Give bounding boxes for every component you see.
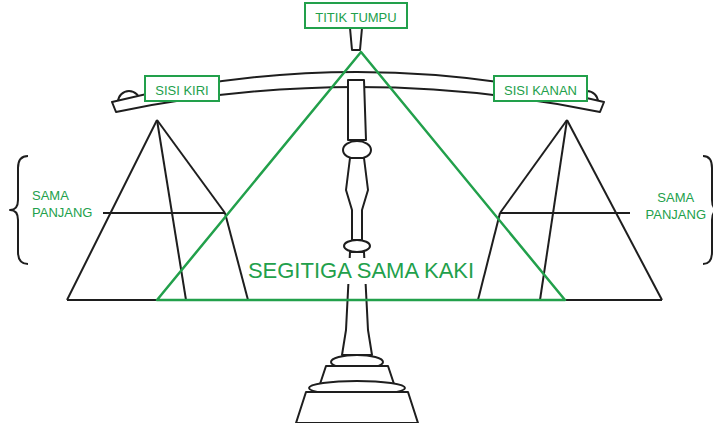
left-pan [67, 120, 248, 300]
finial-post [350, 28, 362, 50]
side-label-box: SISI KANAN [493, 75, 588, 102]
left-bracket [10, 156, 28, 264]
base-foot [296, 392, 418, 423]
isosceles-triangle: SEGITIGA SAMA KAKI [157, 52, 565, 300]
side-label-box: SISI KIRI [144, 75, 220, 102]
length-note: SAMA PANJANG [31, 187, 93, 221]
length-note: SAMA PANJANG [645, 189, 707, 223]
pivot-label-box: TITIK TUMPU [304, 2, 408, 29]
triangle-shape [157, 52, 565, 300]
column-neck [346, 158, 368, 240]
node-text: TITIK TUMPU [315, 10, 396, 25]
node-text: SISI KANAN [504, 83, 577, 98]
node-text: SISI KIRI [155, 83, 208, 98]
node-text: SEGITIGA SAMA KAKI [245, 258, 477, 284]
column-top [348, 80, 366, 140]
column-ring [343, 141, 371, 159]
column-ring [344, 240, 370, 252]
right-pan [478, 120, 662, 300]
